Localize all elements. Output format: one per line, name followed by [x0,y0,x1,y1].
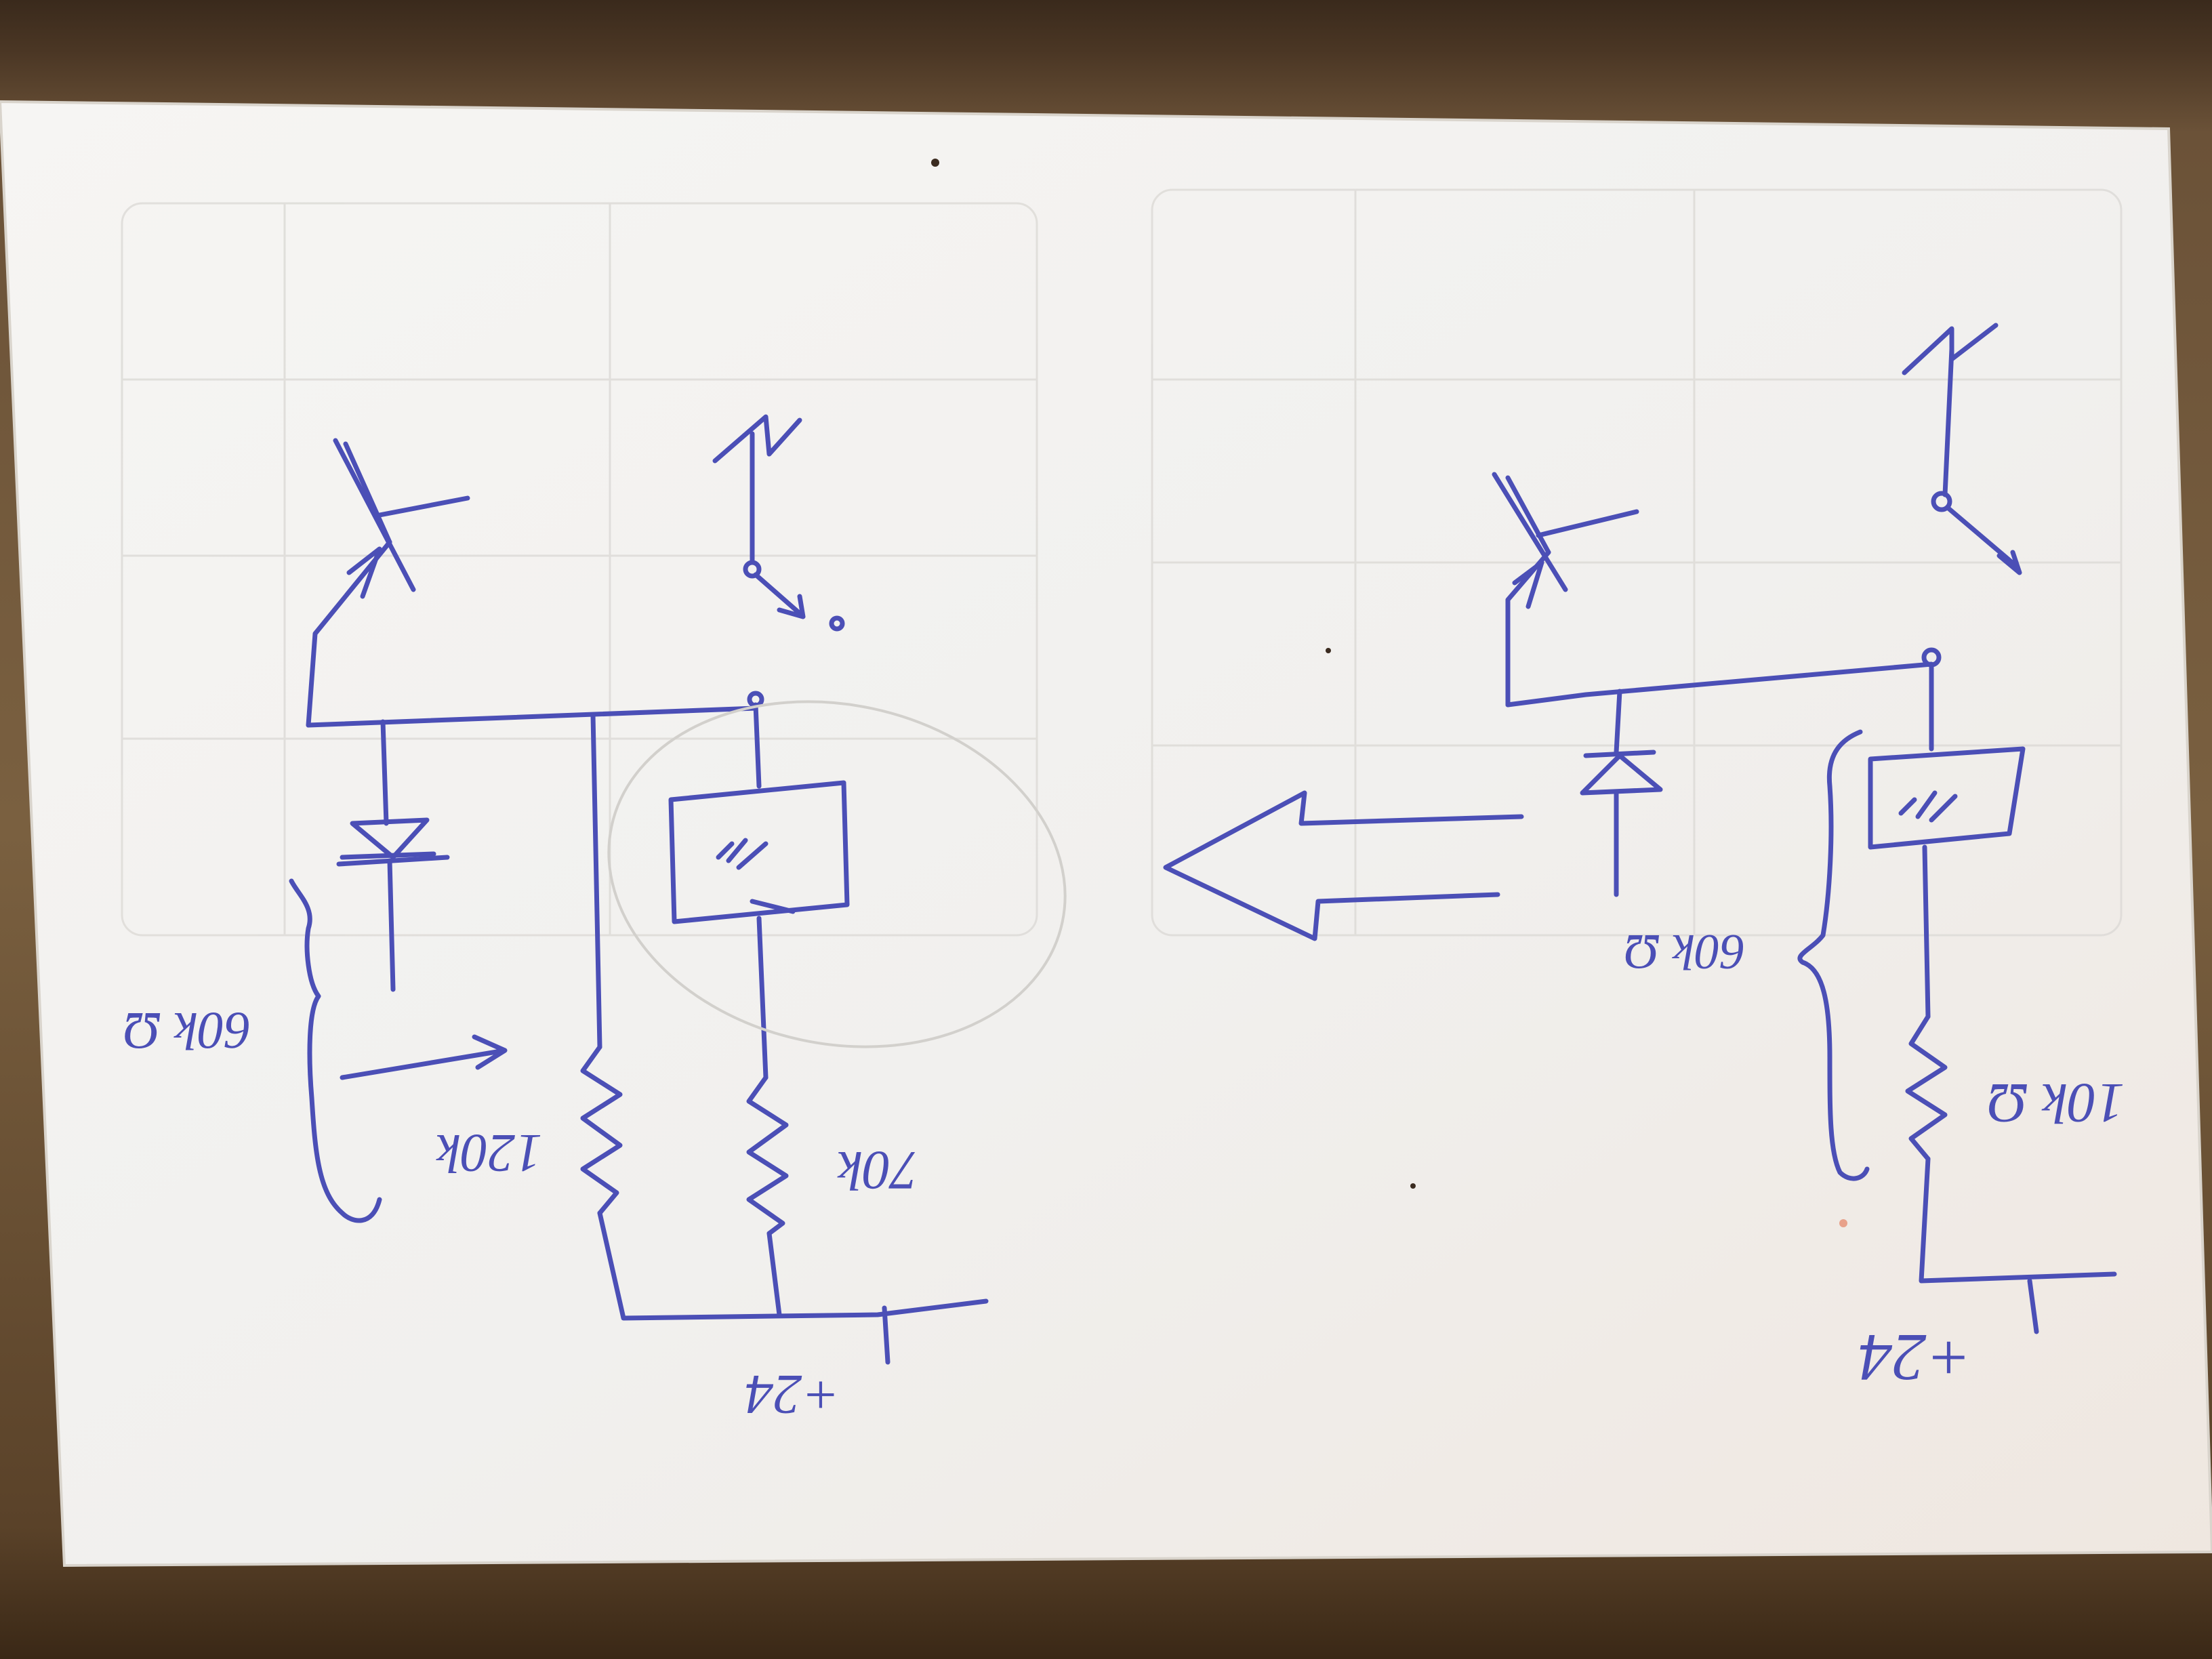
right-diode-symbol [1580,689,1663,897]
pencil-oval-marking [607,700,1067,1048]
right-circuit [1492,323,2117,1334]
right-equivalent-label: 60k Ω [1624,924,1745,979]
left-equivalent-label: 60k Ω [123,1002,251,1061]
right-transistor-symbol [1492,472,1639,708]
left-diode-symbol [336,719,450,992]
right-resistor-10k-label: 10k Ω [1987,1071,2125,1134]
paper-sheet [0,100,2212,1568]
right-equivalent-brace [1797,729,1870,1181]
left-resistor-70k-label: 70k [837,1140,918,1202]
ink-speck [1410,1183,1416,1189]
ink-speck [1839,1219,1847,1227]
paper-bleed-through [121,188,2123,937]
right-switch-symbol [1902,323,2022,575]
right-supply-label: +24 [1859,1320,1972,1395]
ink-speck [931,159,939,167]
ink-speck [1326,648,1331,653]
left-switch-symbol [712,414,845,632]
equivalence-arrow [1163,790,1524,941]
left-circuit [289,414,989,1365]
left-pointer-arrow [340,1034,508,1080]
left-equivalent-brace [289,878,382,1223]
left-supply-label: +24 [745,1363,840,1426]
left-relay-coil-symbol [668,691,850,924]
left-resistor-70k-symbol [746,916,890,1365]
left-resistor-120k-symbol [580,712,989,1321]
right-top-bus-wire [1505,661,1934,708]
right-resistor-10k-symbol [1905,1014,2117,1334]
left-transistor-symbol [306,438,470,728]
right-relay-coil-symbol [1868,647,2026,1019]
left-resistor-120k-label: 120k [436,1123,542,1183]
